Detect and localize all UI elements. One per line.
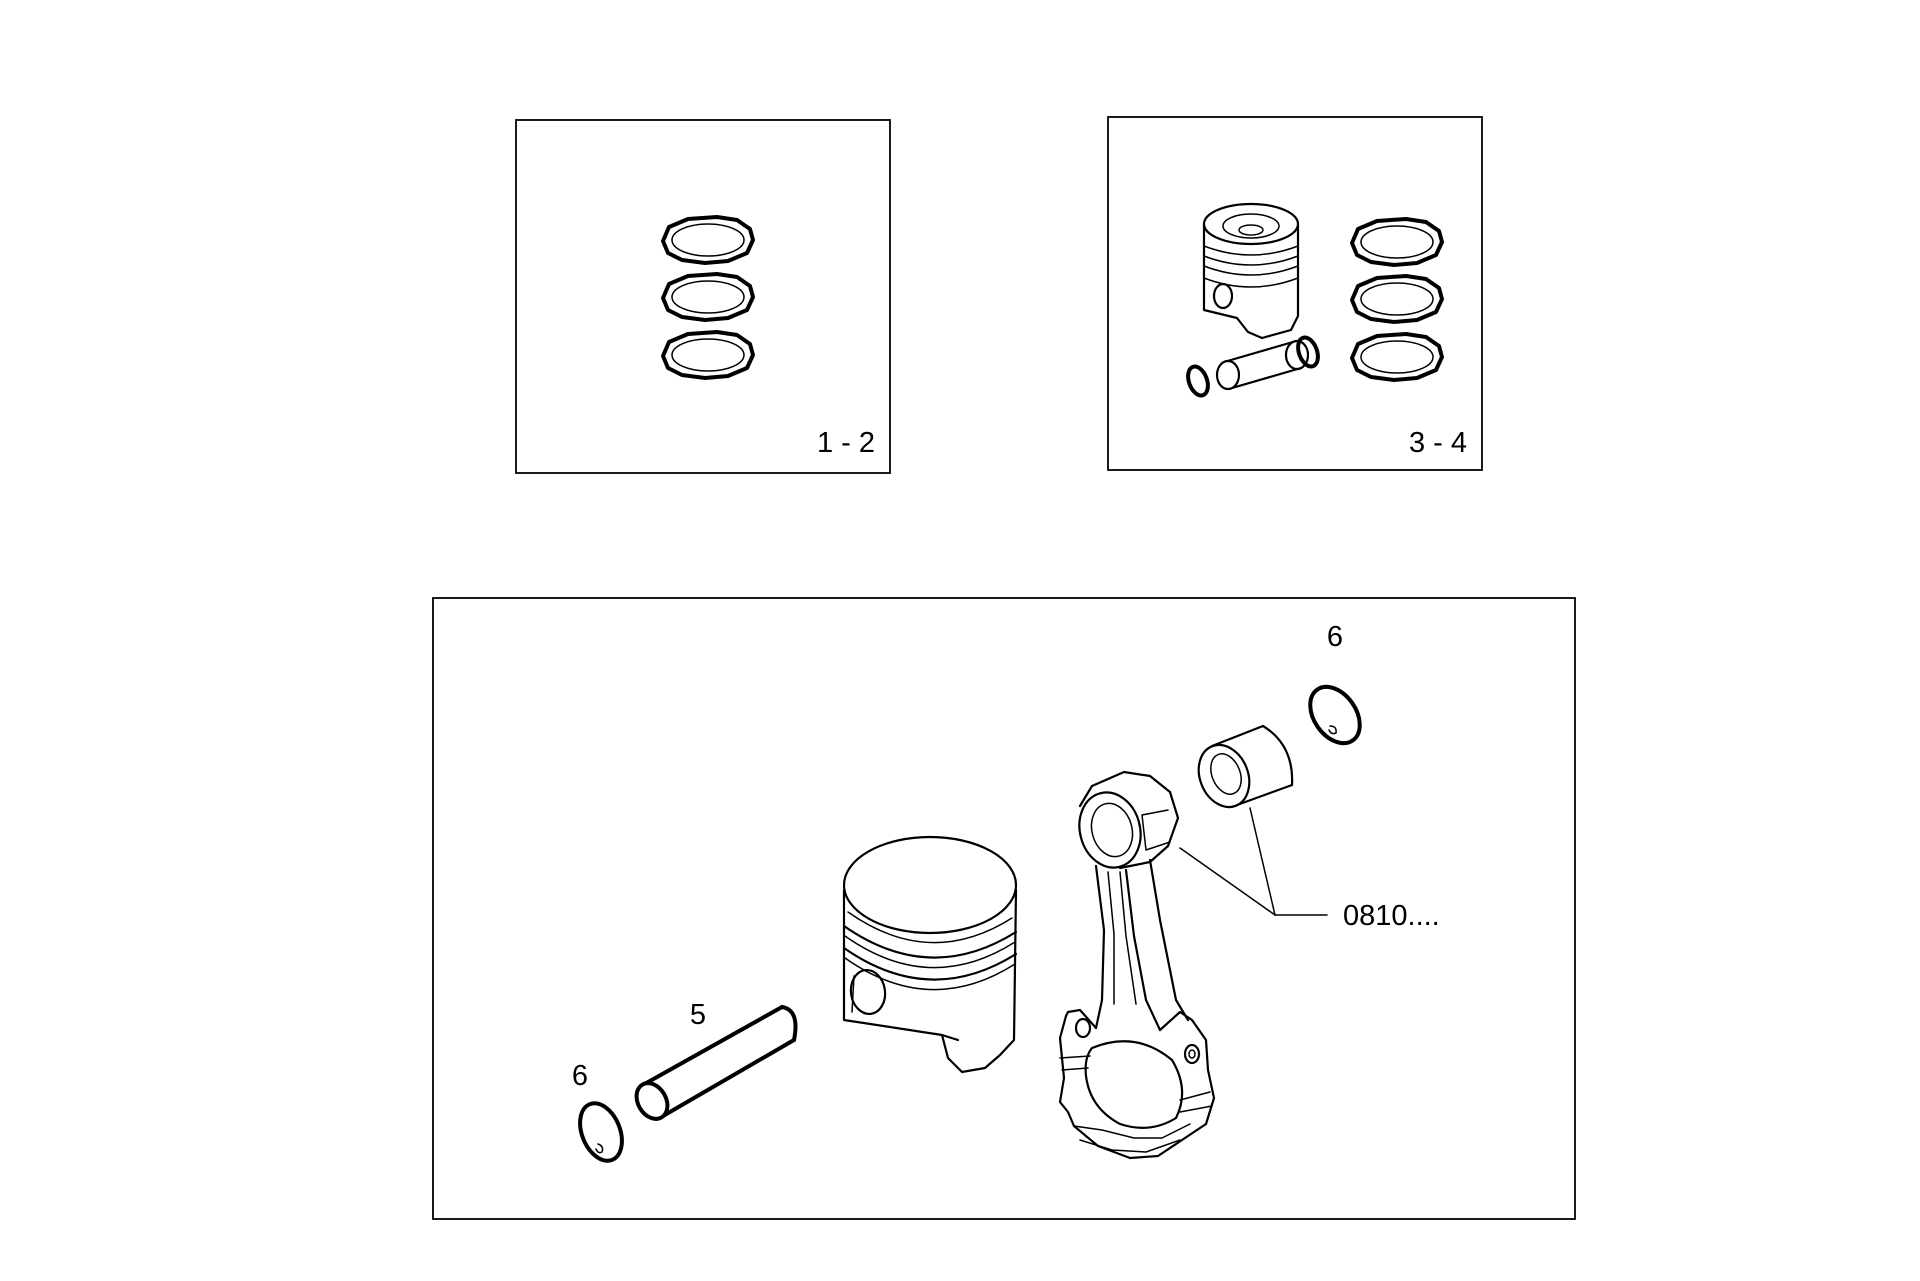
callout-piston-pin: 5 [690,999,706,1031]
piston-pin-small[interactable] [1215,339,1310,391]
piston-pin[interactable] [630,1005,798,1124]
panel-rings[interactable]: 1 - 2 [515,119,891,474]
circlip-right[interactable] [1300,678,1370,753]
circlip-small-left[interactable] [1184,364,1211,398]
piston-ring-2[interactable] [661,272,755,322]
leader-lines-rod-bush [1179,807,1328,916]
piston-ring-kit-2[interactable] [1350,274,1444,324]
piston-large[interactable] [842,835,1018,1074]
piston-ring-1[interactable] [661,215,755,265]
panel-piston-kit-frame [1107,116,1483,471]
piston-ring-kit-3[interactable] [1350,332,1444,382]
callout-circlip-right: 6 [1327,621,1343,653]
piston-ring-3[interactable] [661,330,755,380]
callout-circlip-left: 6 [572,1060,588,1092]
piston-ring-kit-1[interactable] [1350,217,1444,267]
panel-piston-kit-label: 3 - 4 [1409,427,1467,459]
small-end-bush[interactable] [1190,724,1294,815]
panel-rings-label: 1 - 2 [817,427,875,459]
callout-rod-bush: 0810.... [1343,900,1440,932]
circlip-small-right[interactable] [1294,335,1321,369]
circlip-left[interactable] [572,1097,630,1167]
panel-rings-frame [515,119,891,474]
panel-main-assembly[interactable]: 6 5 6 0810.... [432,597,1576,1220]
panel-main-frame [432,597,1576,1220]
panel-piston-kit[interactable]: 3 - 4 [1107,116,1483,471]
piston-small[interactable] [1202,202,1300,340]
connecting-rod[interactable] [1058,770,1216,1160]
